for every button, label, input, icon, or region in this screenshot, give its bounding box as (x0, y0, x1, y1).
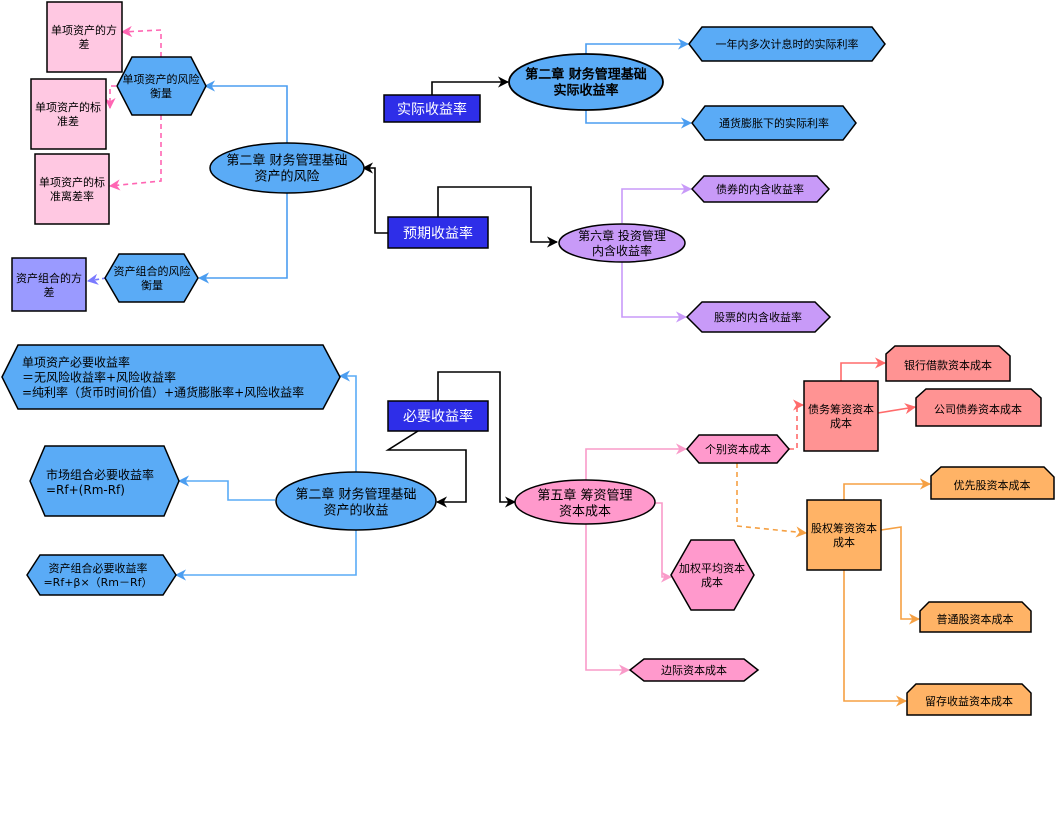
single-asset-variance-node: 单项资产的方差 (46, 1, 123, 73)
actual-return-label: 实际收益率 (397, 101, 467, 118)
portfolio-required-return-label: 资产组合必要收益率=Rf+β×（Rm－Rf） (43, 561, 152, 589)
marginal-capital-cost-node: 边际资本成本 (628, 658, 760, 682)
edge-equity-to-common (880, 526, 921, 625)
wacc-label: 加权平均资本成本 (679, 561, 745, 589)
single-asset-std-label: 单项资产的标准差 (35, 100, 101, 128)
bond-capital-cost-node: 公司债券资本成本 (915, 388, 1042, 427)
bond-irr-node: 债券的内含收益率 (690, 175, 831, 203)
inflation-real-rate-label: 通货膨胀下的实际利率 (719, 116, 829, 130)
edge-expected-to-risk (361, 162, 388, 234)
edge-return-to-portfolio-required (174, 530, 357, 581)
chapter2-actual-return-node: 第二章 财务管理基础实际收益率 (508, 53, 664, 111)
edge-debt-to-bond (877, 403, 917, 415)
chapter2-asset-return-label: 第二章 财务管理基础资产的收益 (295, 487, 416, 519)
edge-single-risk-to-std (104, 85, 116, 110)
portfolio-risk-node: 资产组合的风险衡量 (104, 253, 199, 303)
chapter2-asset-risk-label: 第二章 财务管理基础资产的风险 (226, 153, 347, 185)
marginal-capital-cost-label: 边际资本成本 (661, 663, 727, 677)
chapter6-irr-label: 第六章 投资管理内含收益率 (578, 228, 666, 258)
edge-ch5-to-marginal (585, 524, 631, 676)
market-required-return-node: 市场组合必要收益率=Rf+(Rm-Rf) (29, 445, 180, 517)
multi-compounding-rate-node: 一年内多次计息时的实际利率 (688, 26, 886, 62)
edge-debt-to-bank (840, 357, 887, 381)
debt-financing-cost-node: 债务筹资资本成本 (803, 380, 879, 452)
edge-equity-to-retained (843, 570, 908, 707)
edge-single-risk-to-variance (120, 25, 162, 57)
portfolio-risk-label: 资产组合的风险衡量 (114, 264, 191, 292)
edge-return-to-single-required (338, 370, 357, 472)
edge-actual-to-ch2 (431, 76, 510, 95)
edge-required-to-ch5 (437, 371, 517, 508)
chapter2-actual-return-label: 第二章 财务管理基础实际收益率 (525, 67, 647, 99)
required-return-node: 必要收益率 (387, 400, 489, 432)
common-stock-cost-label: 普通股资本成本 (937, 612, 1014, 626)
bank-loan-cost-node: 银行借款资本成本 (885, 345, 1011, 382)
edge-ch5-to-wacc (655, 502, 673, 583)
edge-equity-to-preferred (843, 478, 932, 500)
individual-capital-cost-label: 个别资本成本 (705, 442, 771, 456)
portfolio-required-return-node: 资产组合必要收益率=Rf+β×（Rm－Rf） (26, 554, 177, 596)
edge-risk-to-portfolio-risk (197, 192, 288, 284)
edge-ch2actual-to-inflation (585, 109, 693, 129)
edge-individual-to-debt (789, 399, 805, 450)
portfolio-variance-node: 资产组合的方差 (11, 257, 87, 312)
chapter5-capital-cost-node: 第五章 筹资管理资本成本 (514, 479, 656, 525)
chapter2-asset-return-node: 第二章 财务管理基础资产的收益 (275, 471, 437, 531)
required-return-label: 必要收益率 (403, 408, 473, 425)
debt-financing-cost-label: 债务筹资资本成本 (808, 402, 874, 430)
single-required-return-label: 单项资产必要收益率＝无风险收益率+风险收益率=纯利率（货币时间价值）+通货膨胀率… (22, 354, 304, 399)
multi-compounding-rate-label: 一年内多次计息时的实际利率 (716, 37, 859, 51)
chapter5-capital-cost-label: 第五章 筹资管理资本成本 (537, 488, 632, 520)
preferred-stock-cost-label: 优先股资本成本 (954, 478, 1031, 492)
edge-required-to-return (385, 430, 467, 508)
edge-expected-to-ch6 (437, 186, 559, 248)
inflation-real-rate-node: 通货膨胀下的实际利率 (691, 105, 857, 141)
single-asset-cv-label: 单项资产的标准离差率 (39, 175, 105, 203)
single-asset-risk-node: 单项资产的风险衡量 (116, 56, 207, 116)
bank-loan-cost-label: 银行借款资本成本 (904, 358, 992, 372)
wacc-node: 加权平均资本成本 (670, 539, 755, 611)
retained-earnings-cost-label: 留存收益资本成本 (925, 694, 1013, 708)
expected-return-label: 预期收益率 (403, 225, 473, 242)
equity-financing-cost-node: 股权筹资资本成本 (806, 499, 882, 571)
edge-ch6-to-stock (621, 262, 688, 323)
edge-individual-to-equity (736, 463, 808, 538)
stock-irr-label: 股票的内含收益率 (714, 310, 802, 324)
equity-financing-cost-label: 股权筹资资本成本 (811, 521, 877, 549)
bond-irr-label: 债券的内含收益率 (716, 182, 804, 196)
single-asset-variance-label: 单项资产的方差 (51, 23, 117, 51)
retained-earnings-cost-node: 留存收益资本成本 (906, 683, 1032, 716)
stock-irr-node: 股票的内含收益率 (685, 301, 832, 333)
market-required-return-label: 市场组合必要收益率=Rf+(Rm-Rf) (46, 467, 154, 497)
edge-portfolio-risk-to-variance (86, 273, 107, 285)
single-asset-std-node: 单项资产的标准差 (30, 78, 107, 150)
actual-return-node: 实际收益率 (383, 94, 481, 123)
common-stock-cost-node: 普通股资本成本 (919, 601, 1032, 633)
edge-ch6-to-bond (621, 183, 693, 223)
preferred-stock-cost-node: 优先股资本成本 (930, 466, 1055, 500)
connectors (86, 25, 932, 707)
chapter2-asset-risk-node: 第二章 财务管理基础资产的风险 (209, 142, 365, 194)
edge-single-risk-to-cv (108, 115, 162, 191)
portfolio-variance-label: 资产组合的方差 (16, 271, 82, 299)
single-required-return-node: 单项资产必要收益率＝无风险收益率+风险收益率=纯利率（货币时间价值）+通货膨胀率… (1, 344, 341, 410)
single-asset-cv-node: 单项资产的标准离差率 (34, 153, 110, 225)
edge-ch2actual-to-multi (585, 38, 690, 55)
expected-return-node: 预期收益率 (387, 216, 489, 249)
single-asset-risk-label: 单项资产的风险衡量 (123, 72, 200, 100)
edge-ch5-to-individual (585, 443, 688, 480)
chapter6-irr-node: 第六章 投资管理内含收益率 (558, 223, 686, 263)
edge-risk-to-single-risk (203, 80, 288, 145)
edge-return-to-market-required (177, 475, 275, 501)
bond-capital-cost-label: 公司债券资本成本 (934, 402, 1022, 416)
individual-capital-cost-node: 个别资本成本 (686, 434, 790, 464)
